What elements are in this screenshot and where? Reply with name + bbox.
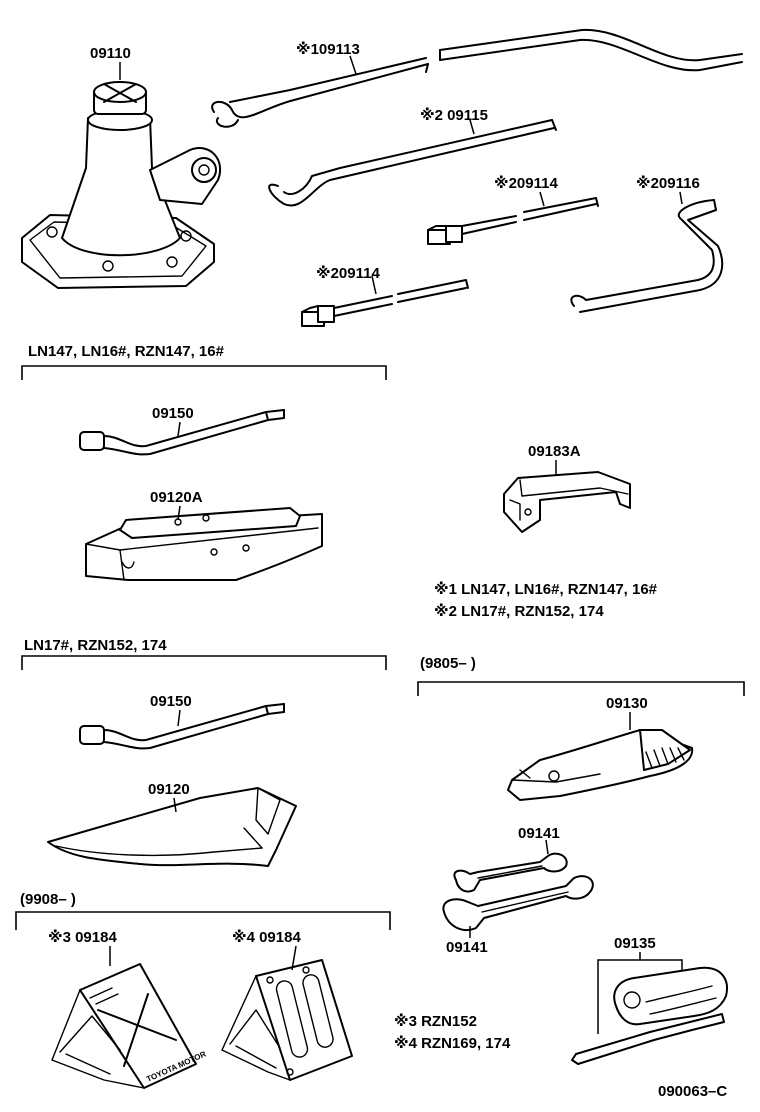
label-group2: LN17#, RZN152, 174 <box>24 637 167 654</box>
label-tray-09120a: 09120A <box>150 489 203 506</box>
label-extension-09114-upper: ※209114 <box>494 174 558 192</box>
bracket-09183a-drawing <box>503 460 631 533</box>
crank-09116-drawing <box>570 191 724 313</box>
label-group1: LN147, LN16#, RZN147, 16# <box>28 343 225 360</box>
extension-09114-upper-drawing <box>427 191 599 245</box>
label-spanner-09141-upper: 09141 <box>518 825 560 842</box>
chock-09184-left-drawing: TOYOTA MOTOR <box>51 946 208 1089</box>
label-pliers-09130: 09130 <box>606 695 648 712</box>
label-screwdriver-09135: 09135 <box>614 935 656 952</box>
screwdriver-09135-drawing <box>571 952 728 1065</box>
label-crank-09116: ※209116 <box>636 174 700 192</box>
figure-id: 090063–C <box>658 1083 727 1100</box>
spanner-09141-upper-drawing <box>453 839 568 893</box>
label-extension-09114-lower: ※209114 <box>316 264 380 282</box>
handle-09115-drawing <box>268 119 557 207</box>
jack-drawing <box>21 62 221 289</box>
group4-bracket <box>15 911 391 930</box>
bag-09120-drawing <box>47 787 297 867</box>
handle-09113-drawing <box>211 28 743 128</box>
wrench-09150-lower-drawing <box>79 703 285 750</box>
label-spanner-09141-lower: 09141 <box>446 939 488 956</box>
label-chock-09184-right: ※4 09184 <box>232 928 301 946</box>
label-group4: (9908– ) <box>20 891 76 908</box>
group3-bracket <box>417 681 745 696</box>
label-bag-09120: 09120 <box>148 781 190 798</box>
note-3: ※3 RZN152 <box>394 1012 477 1030</box>
group1-bracket <box>21 365 387 380</box>
label-wrench-09150-upper: 09150 <box>152 405 194 422</box>
label-handle-09113: ※109113 <box>296 40 360 58</box>
label-jack: 09110 <box>90 45 131 62</box>
label-bracket-09183a: 09183A <box>528 443 581 460</box>
wrench-09150-upper-drawing <box>79 409 285 456</box>
label-wrench-09150-lower: 09150 <box>150 693 192 710</box>
label-handle-09115: ※2 09115 <box>420 106 488 124</box>
spanner-09141-lower-drawing <box>442 875 594 938</box>
pliers-09130-drawing <box>507 712 694 801</box>
note-1: ※1 LN147, LN16#, RZN147, 16# <box>434 580 658 598</box>
note-4: ※4 RZN169, 174 <box>394 1034 511 1052</box>
label-chock-09184-left: ※3 09184 <box>48 928 117 946</box>
group2-bracket <box>21 655 387 670</box>
label-group3: (9805– ) <box>420 655 476 672</box>
note-2: ※2 LN17#, RZN152, 174 <box>434 602 604 620</box>
chock-09184-right-drawing <box>221 945 353 1081</box>
extension-09114-lower-drawing <box>301 275 469 327</box>
tray-09120a-drawing <box>85 505 323 581</box>
